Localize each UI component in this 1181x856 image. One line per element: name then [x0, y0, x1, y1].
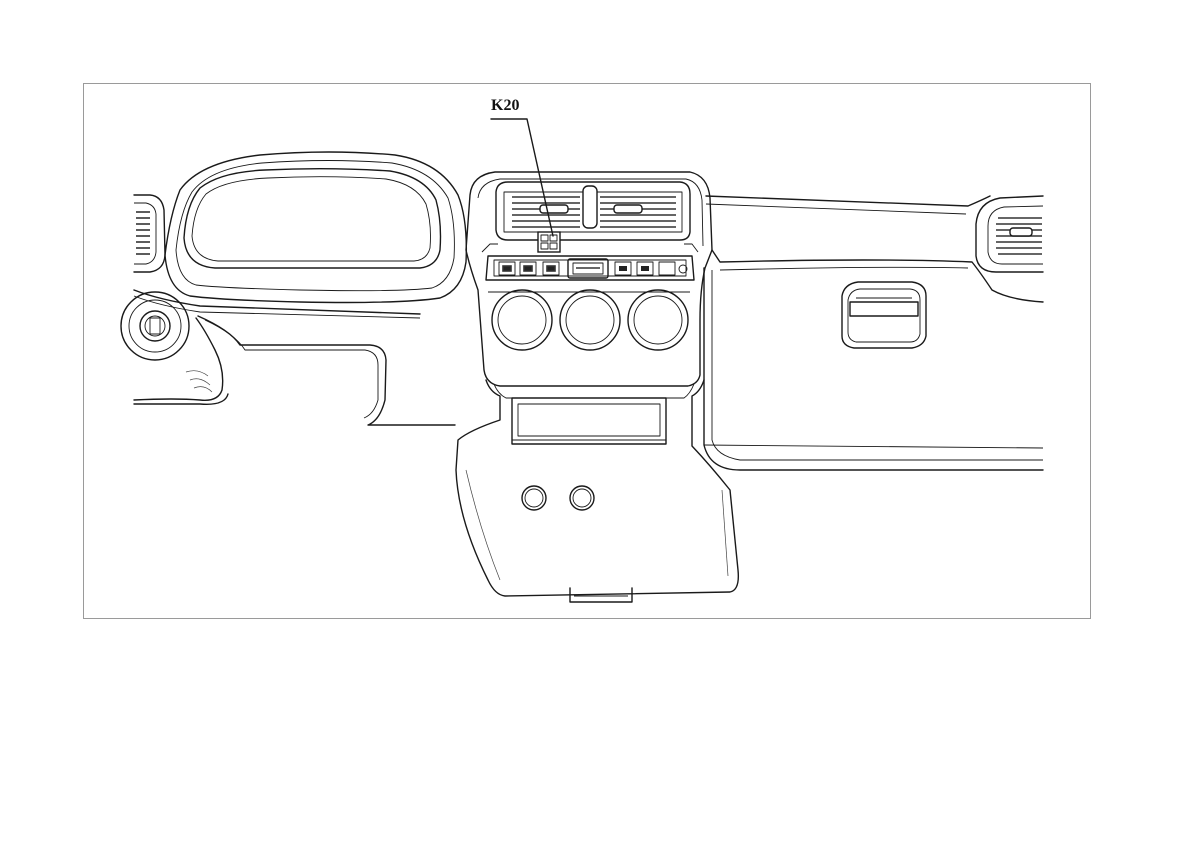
lower-console: [455, 379, 740, 603]
climate-control-knobs: [491, 289, 689, 351]
dashboard-body-right: [703, 195, 1044, 471]
left-air-vent: [133, 194, 166, 273]
k20-label: K20: [491, 97, 519, 114]
instrument-cluster: [164, 151, 467, 304]
ignition-switch: [120, 291, 190, 361]
center-connector: [567, 258, 609, 279]
console-button-left: [521, 485, 547, 511]
dashboard-body-left: [133, 289, 456, 426]
k20-relay: [537, 231, 561, 253]
diagram-frame: [83, 83, 1091, 619]
switch-row-left: [498, 261, 560, 276]
right-air-vent: [975, 195, 1044, 273]
console-button-right: [569, 485, 595, 511]
glovebox-handle: [841, 281, 927, 349]
center-stack: [465, 171, 713, 387]
radio-slot: [511, 397, 667, 445]
switch-row-right: [614, 261, 688, 276]
k20-callout: K20: [490, 97, 554, 237]
